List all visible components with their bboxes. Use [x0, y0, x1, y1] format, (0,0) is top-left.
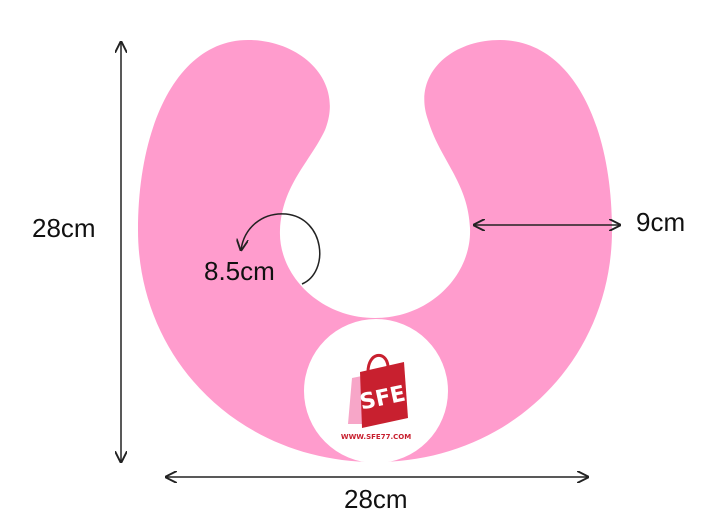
logo-website: WWW.SFE77.COM: [341, 433, 411, 441]
width-label: 28cm: [344, 484, 408, 511]
bag-body-icon: [360, 362, 408, 428]
inner-radius-arrow: [241, 213, 321, 285]
bag-handle-icon: [366, 354, 390, 373]
bag-shadow-icon: [348, 376, 362, 424]
pillow-shape: [138, 40, 612, 462]
height-label: 28cm: [32, 213, 96, 243]
inner-radius-label: 8.5cm: [204, 256, 275, 286]
arm-width-label: 9cm: [636, 207, 685, 237]
sfe-logo: SFE WWW.SFE77.COM: [341, 354, 411, 441]
